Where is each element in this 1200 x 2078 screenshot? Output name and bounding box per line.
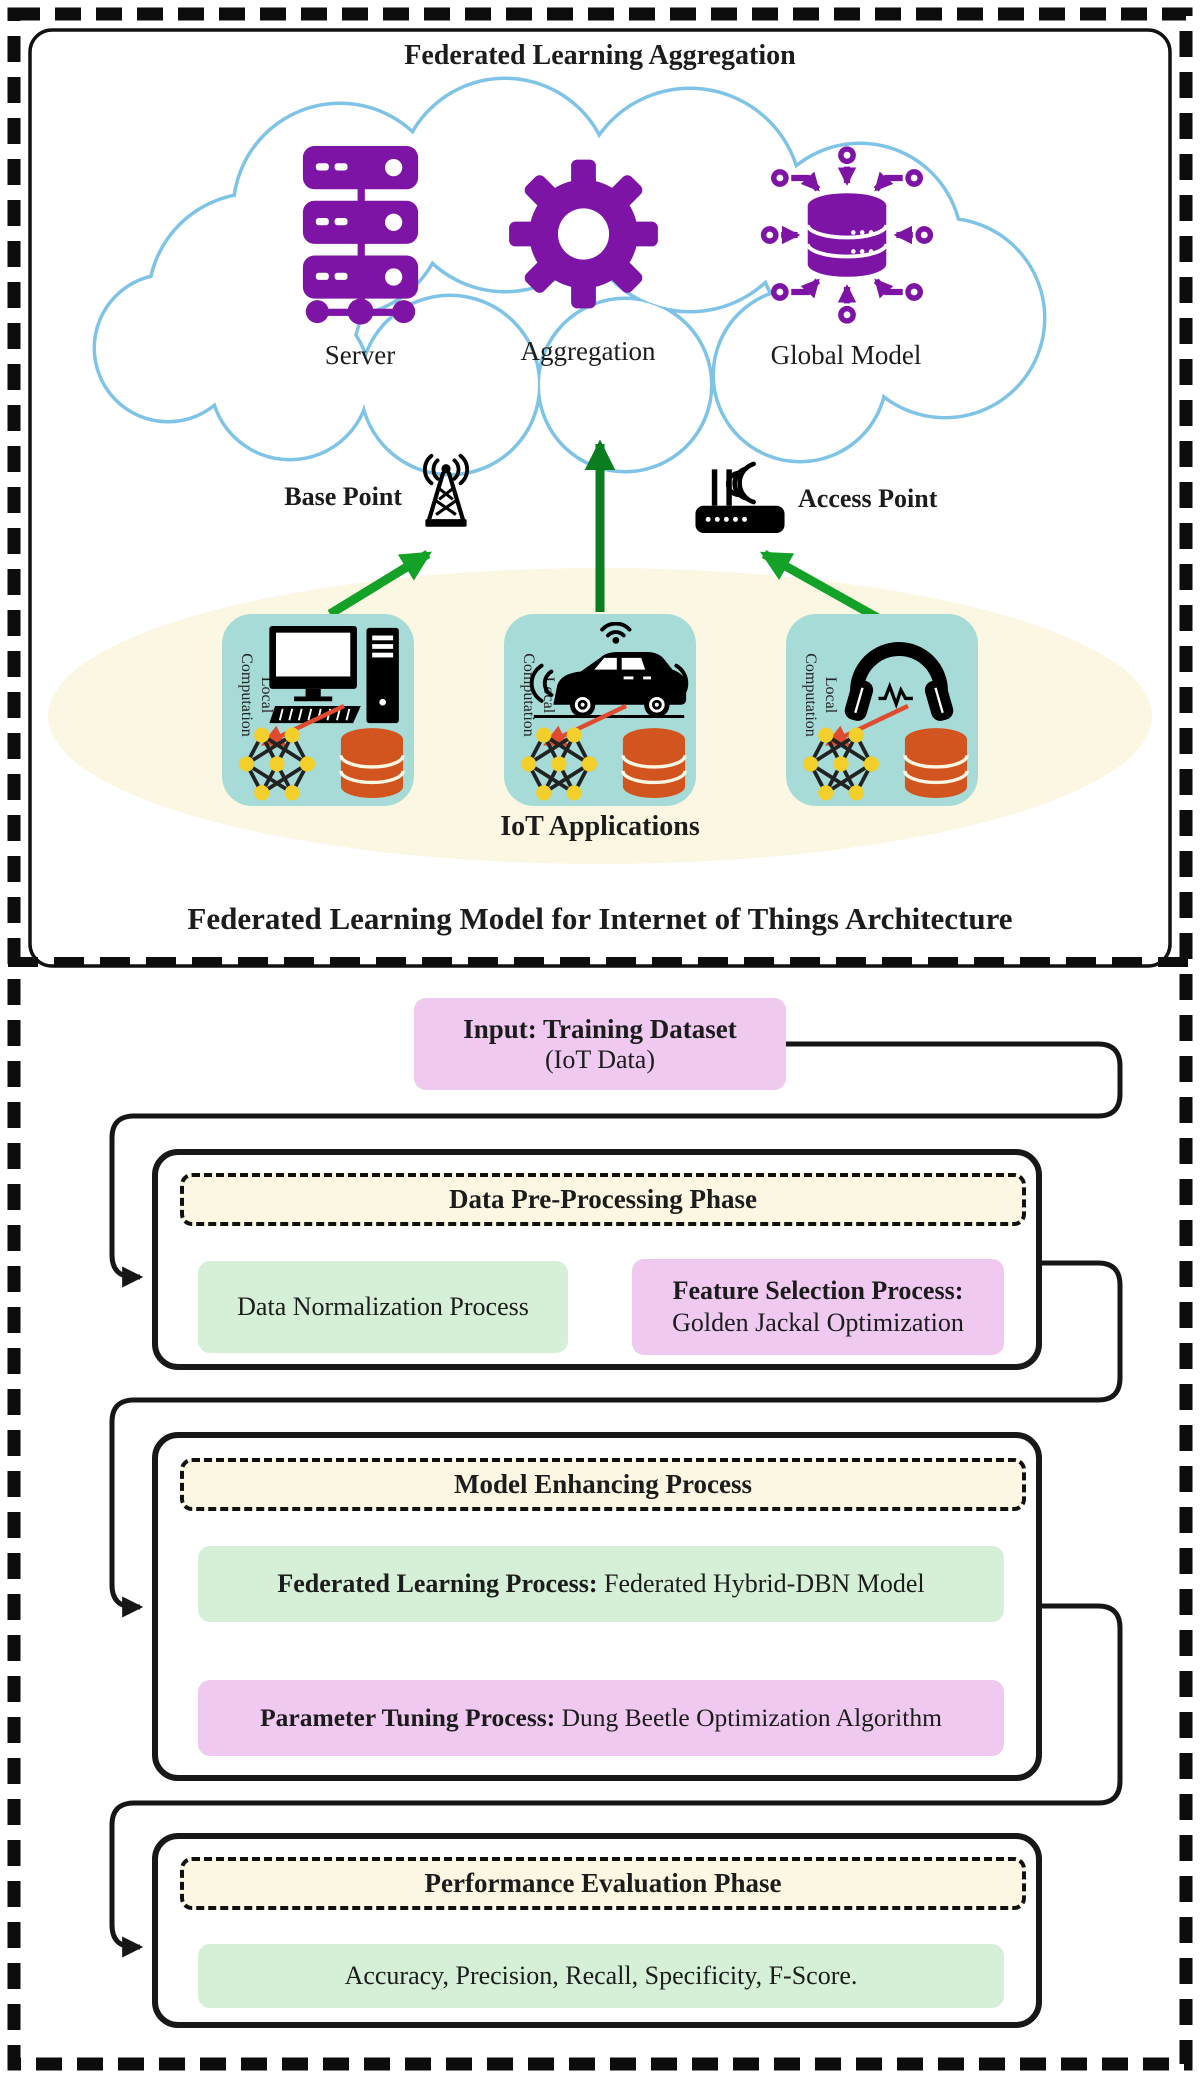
server-icon xyxy=(288,146,433,326)
local-training-arrow xyxy=(824,703,909,747)
connector-input-to-phase1 xyxy=(109,1041,1123,1288)
federated-learning-process-box: Federated Learning Process: Federated Hy… xyxy=(198,1546,1004,1622)
desktop-computer-icon xyxy=(266,626,406,726)
smart-car-icon xyxy=(526,621,692,726)
database-icon xyxy=(902,726,970,804)
iot-applications-label: IoT Applications xyxy=(500,811,700,842)
parameter-tuning-box: Parameter Tuning Process: Dung Beetle Op… xyxy=(198,1680,1004,1756)
connector-phase2-to-phase3 xyxy=(109,1603,1123,1958)
radio-tower-icon xyxy=(404,444,488,550)
neural-network-icon xyxy=(234,726,320,802)
feature-selection-box: Feature Selection Process: Golden Jackal… xyxy=(632,1259,1004,1355)
local-training-arrow xyxy=(542,703,627,747)
phase-data-preprocessing: Data Pre-Processing Phase Data Normaliza… xyxy=(152,1149,1042,1370)
uplink-arrow-access-point xyxy=(759,550,881,622)
phase3-header: Performance Evaluation Phase xyxy=(180,1857,1026,1910)
figure-title: Federated Learning Aggregation xyxy=(404,40,796,71)
data-normalization-box: Data Normalization Process xyxy=(198,1261,568,1353)
phase2-header: Model Enhancing Process xyxy=(180,1458,1026,1511)
global-model-label: Global Model xyxy=(770,339,922,370)
top-panel-border xyxy=(28,28,1172,968)
access-point-label: Access Point xyxy=(798,484,938,513)
aggregation-label: Aggregation xyxy=(520,335,656,366)
database-icon xyxy=(620,726,688,804)
connector-phase1-to-phase2 xyxy=(109,1260,1123,1618)
evaluation-metrics-box: Accuracy, Precision, Recall, Specificity… xyxy=(198,1944,1004,2008)
global-model-icon xyxy=(752,140,942,330)
neural-network-icon xyxy=(798,726,884,802)
input-training-dataset-box: Input: Training Dataset (IoT Data) xyxy=(414,998,786,1090)
gear-icon xyxy=(506,148,661,320)
input-box-line2: (IoT Data) xyxy=(545,1044,655,1074)
input-box-line1: Input: Training Dataset xyxy=(463,1013,737,1044)
server-label: Server xyxy=(324,339,396,370)
uplink-arrow-base-point xyxy=(327,550,432,618)
phase-model-enhancing: Model Enhancing Process Federated Learni… xyxy=(152,1432,1042,1781)
headphones-icon xyxy=(832,622,966,732)
wifi-router-icon xyxy=(690,448,790,548)
phase-performance-evaluation: Performance Evaluation Phase Accuracy, P… xyxy=(152,1833,1042,2028)
outer-dashed-border xyxy=(7,7,1193,2071)
local-training-arrow xyxy=(260,703,345,747)
phase1-header: Data Pre-Processing Phase xyxy=(180,1173,1026,1226)
base-point-label: Base Point xyxy=(284,482,402,511)
neural-network-icon xyxy=(516,726,602,802)
architecture-caption: Federated Learning Model for Internet of… xyxy=(187,901,1013,936)
database-icon xyxy=(338,726,406,804)
